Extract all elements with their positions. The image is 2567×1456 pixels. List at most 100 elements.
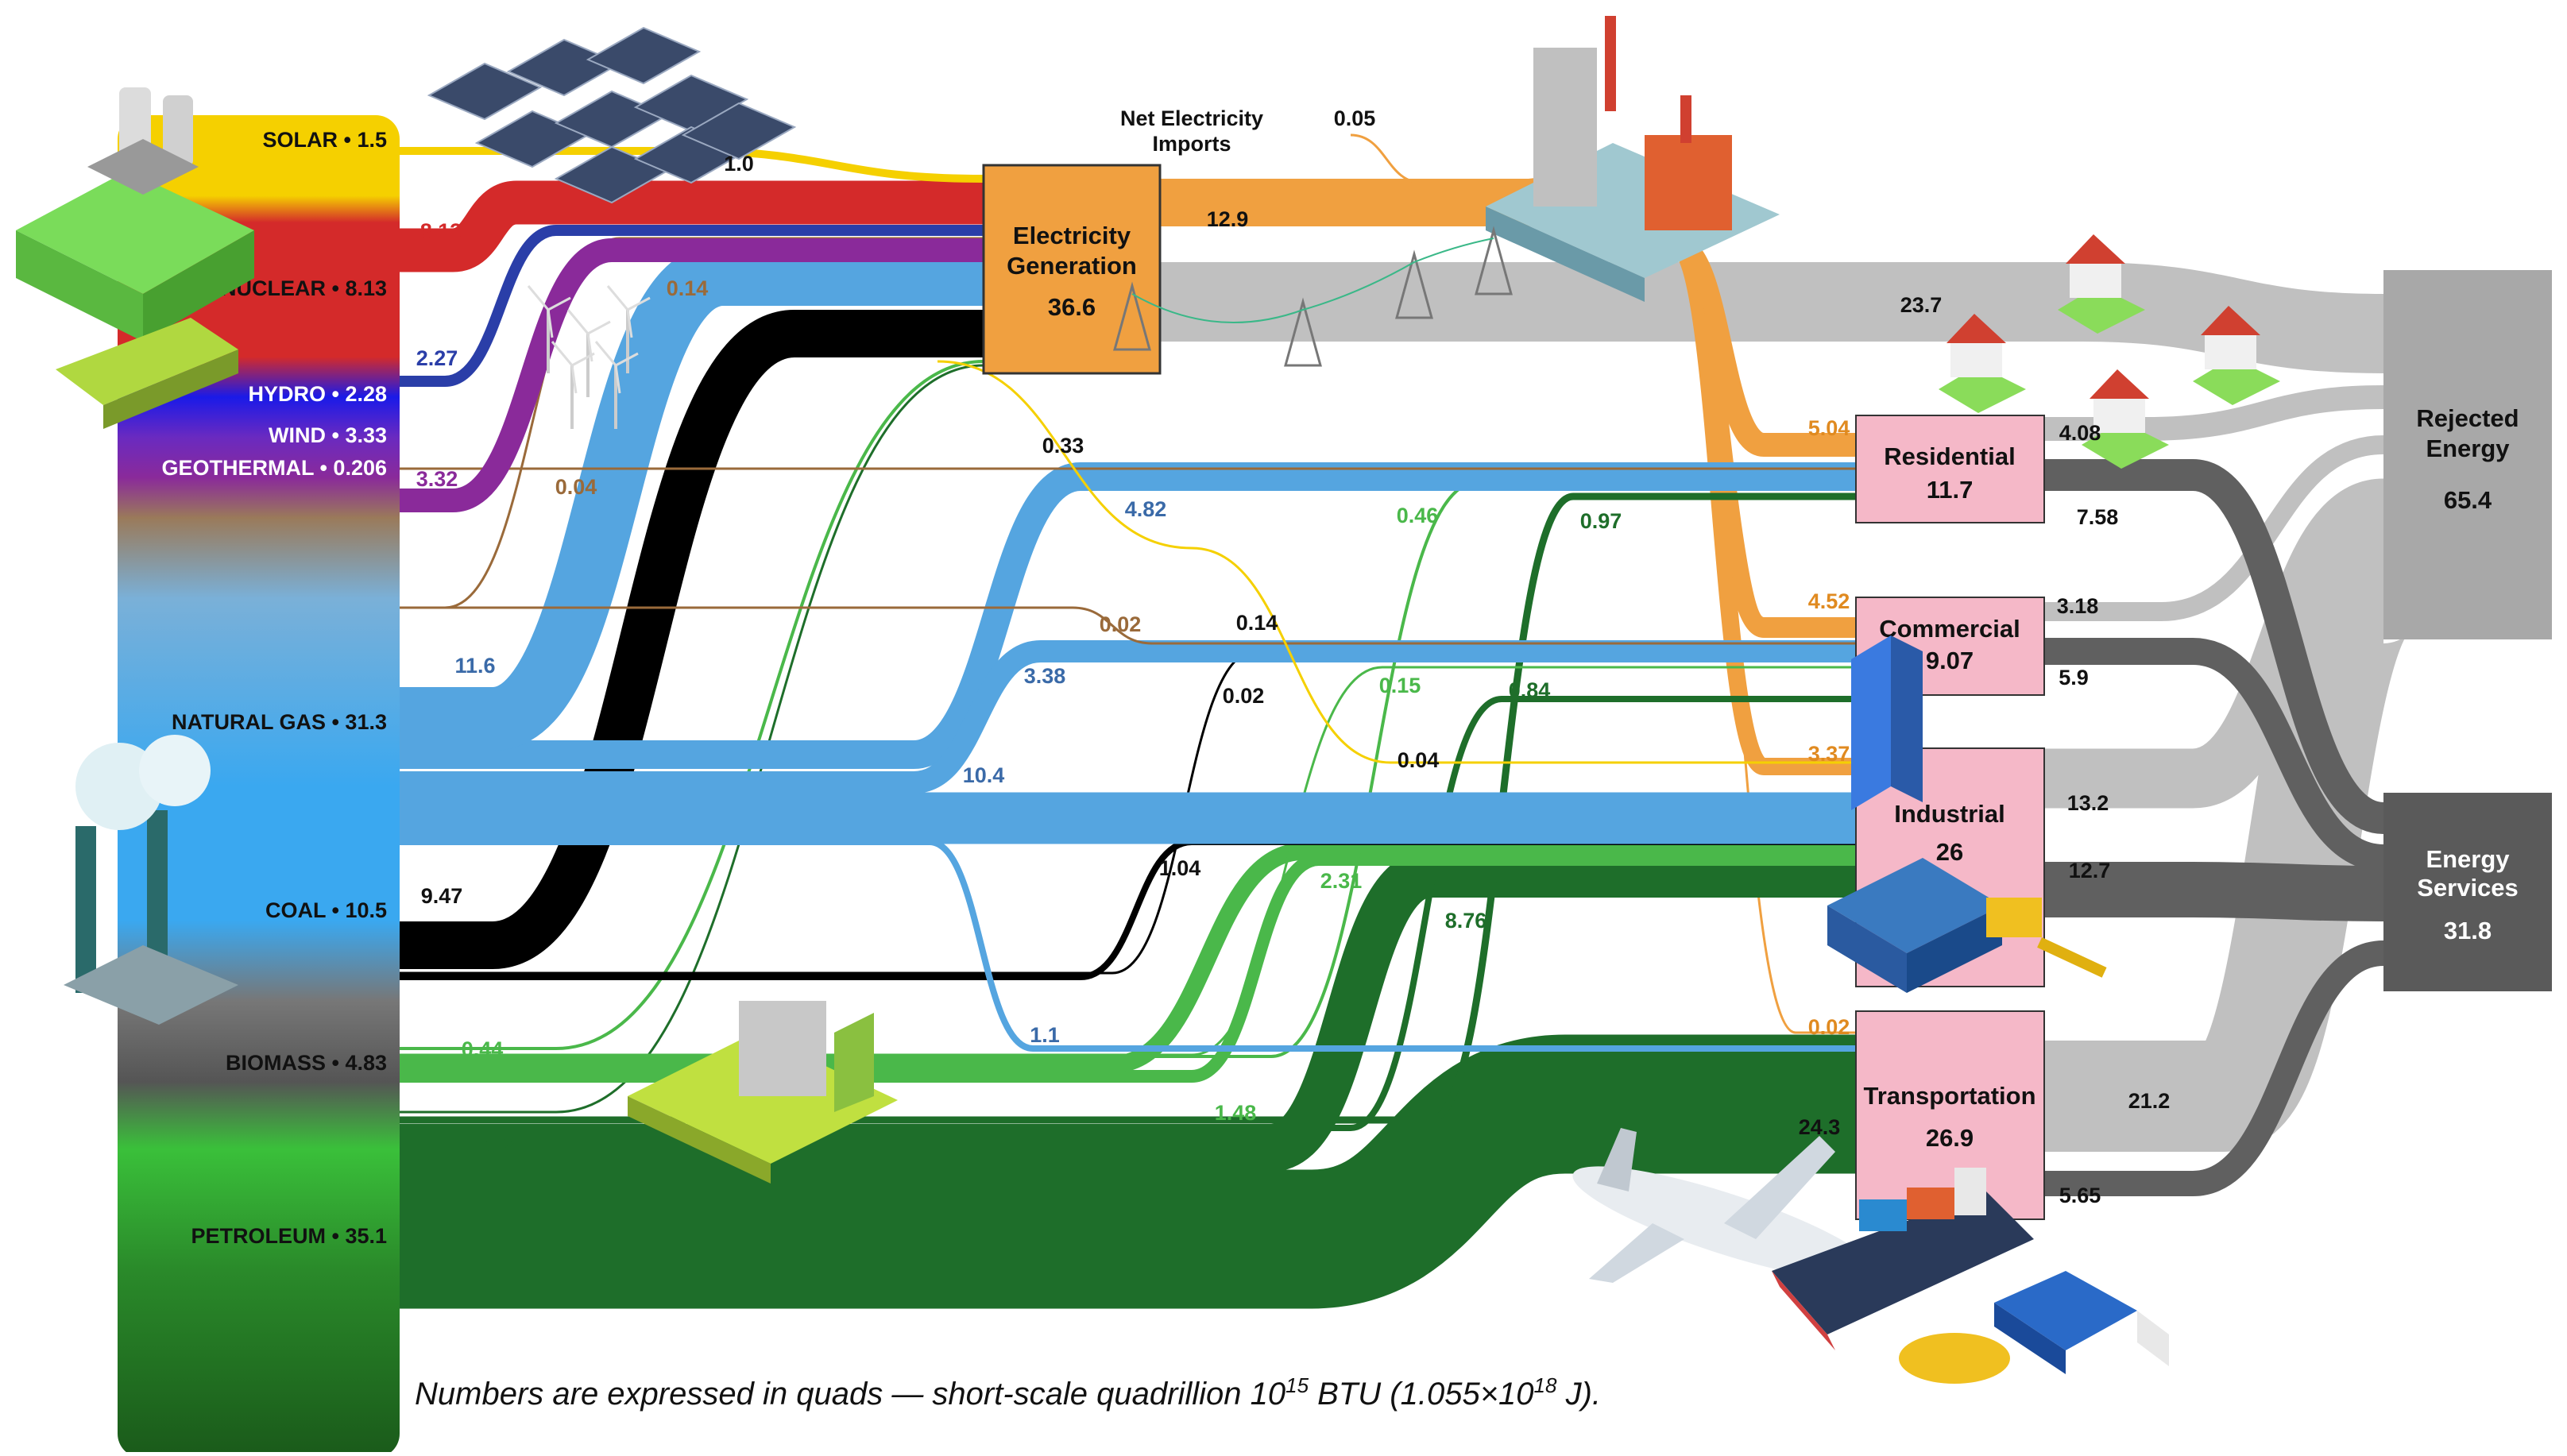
source-label-natural_gas: NATURAL GAS • 31.3 <box>172 710 387 734</box>
label-res-serv: 7.58 <box>2077 505 2119 529</box>
houses-icon <box>1939 234 2280 469</box>
transportation-value: 26.9 <box>1926 1124 1974 1152</box>
label-elec-com: 4.52 <box>1808 589 1850 613</box>
source-label-petroleum: PETROLEUM • 35.1 <box>191 1224 387 1248</box>
rejected-energy-node: Rejected Energy 65.4 <box>2383 270 2552 639</box>
label-gas-res: 4.82 <box>1125 497 1167 521</box>
source-label-wind: WIND • 3.33 <box>269 423 387 447</box>
transmission-towers-icon <box>1113 226 1513 367</box>
label-bio-com: 0.15 <box>1379 674 1421 697</box>
label-gas-trans: 1.1 <box>1030 1023 1060 1047</box>
source-label-biomass: BIOMASS • 4.83 <box>226 1051 387 1075</box>
gas-plant-icon <box>64 735 238 1025</box>
label-pet-res: 0.97 <box>1580 509 1622 533</box>
flow-bio-trans <box>400 853 1856 1083</box>
source-label-coal: COAL • 10.5 <box>265 898 387 922</box>
biomass-plant-icon <box>628 1001 898 1184</box>
electricity-title-2: Generation <box>1007 252 1137 280</box>
label-solar-ind: 0.04 <box>1398 748 1440 772</box>
label-ind-serv: 12.7 <box>2069 859 2111 882</box>
label-elec-res: 5.04 <box>1808 416 1850 440</box>
flow-pet-ind <box>400 850 1856 1172</box>
flow-coal-elec <box>400 310 984 969</box>
footnote-text-3: J). <box>1556 1377 1601 1412</box>
industrial-title: Industrial <box>1894 800 2005 828</box>
footnote-text-2: BTU (1.055×10 <box>1309 1377 1534 1412</box>
transportation-title: Transportation <box>1863 1082 2035 1110</box>
source-label-hydro: HYDRO • 2.28 <box>248 382 387 406</box>
label-geo-com: 0.02 <box>1100 612 1142 636</box>
flow-pet-trans <box>400 1034 1856 1309</box>
flow-gas-com <box>400 640 1856 794</box>
flow-ind-services <box>2044 862 2384 921</box>
net-imports-label: Net Electricity Imports 0.05 <box>1120 106 1375 156</box>
commercial-value: 9.07 <box>1926 647 1974 674</box>
label-pet-trans: 24.3 <box>1799 1115 1841 1139</box>
flow-imports <box>1350 133 1525 184</box>
footnote-exp-1: 15 <box>1285 1373 1309 1397</box>
label-gas-com: 3.38 <box>1024 664 1066 688</box>
rejected-value: 65.4 <box>2444 486 2492 514</box>
flows-layer <box>400 133 2411 1309</box>
flow-trans-services <box>2044 940 2385 1196</box>
residential-node: Residential 11.7 <box>1855 415 2045 523</box>
flow-solar-res <box>937 360 1856 764</box>
imports-value: 0.05 <box>1334 106 1376 130</box>
services-value: 31.8 <box>2444 917 2492 944</box>
flow-gas-trans <box>400 839 1856 1052</box>
factory-icon <box>1827 858 2107 993</box>
flow-hydro-elec <box>400 225 984 387</box>
electricity-generation-node: Electricity Generation 36.6 <box>982 164 1162 375</box>
label-coal-elec: 9.47 <box>421 884 463 908</box>
label-geo-elec: 0.14 <box>667 276 709 300</box>
flow-elec-industrial <box>1672 238 1856 775</box>
label-hydro-elec: 2.27 <box>416 346 458 370</box>
label-gas-elec: 11.6 <box>454 654 495 678</box>
flow-geo-com <box>400 606 1856 645</box>
solar-panels-icon <box>427 26 797 204</box>
illustrations <box>16 16 2280 1384</box>
flow-pet-com <box>400 696 1856 1131</box>
label-geo-res: 0.04 <box>555 475 597 499</box>
flow-res-rejected <box>2044 385 2384 441</box>
label-elec-ind: 3.37 <box>1808 742 1850 766</box>
services-title-2: Services <box>2417 874 2519 902</box>
services-title-1: Energy <box>2426 845 2510 873</box>
label-ind-rej: 13.2 <box>2067 791 2109 815</box>
label-com-rej: 3.18 <box>2057 594 2099 618</box>
residential-title: Residential <box>1884 442 2015 470</box>
label-elec-trans: 0.02 <box>1808 1015 1850 1039</box>
label-com-serv: 5.9 <box>2059 666 2089 689</box>
flow-labels: 1.0 8.13 2.27 3.32 0.14 0.04 0.02 11.6 4.82 3.38 1… <box>416 152 2171 1207</box>
electricity-title-1: Electricity <box>1013 222 1131 249</box>
label-pet-com: 0.84 <box>1509 678 1551 702</box>
source-label-geothermal: GEOTHERMAL • 0.206 <box>161 456 387 480</box>
label-coal-ind: 1.04 <box>1159 856 1201 880</box>
flow-bio-res <box>400 481 1856 1058</box>
airplane-icon <box>1572 1128 1876 1283</box>
flow-elec-rejected <box>1160 262 2384 373</box>
wind-turbines-icon <box>527 285 651 429</box>
residential-value: 11.7 <box>1927 476 1974 504</box>
office-tower-icon <box>1851 635 1923 810</box>
energy-services-node: Energy Services 31.8 <box>2383 793 2552 991</box>
nuclear-plant-icon <box>16 87 254 342</box>
label-coal-com: 0.02 <box>1223 684 1265 708</box>
imports-label-2: Imports <box>1152 132 1231 156</box>
flow-com-services <box>2044 638 2385 871</box>
source-label-solar: SOLAR • 1.5 <box>263 128 388 152</box>
label-wind-elec: 3.32 <box>416 467 458 491</box>
commercial-title: Commercial <box>1879 615 2020 643</box>
label-pet-elec: 0.2 <box>485 1133 516 1157</box>
label-res-rej: 4.08 <box>2059 421 2101 445</box>
electricity-value: 36.6 <box>1048 293 1096 321</box>
label-trans-serv: 5.65 <box>2059 1184 2101 1207</box>
cargo-ship-icon <box>1772 1168 2034 1350</box>
label-nuclear-elec: 8.13 <box>420 219 462 243</box>
power-plant-icon <box>1486 16 1780 302</box>
source-bar <box>118 115 400 1456</box>
label-solar-elec: 1.0 <box>724 152 754 176</box>
